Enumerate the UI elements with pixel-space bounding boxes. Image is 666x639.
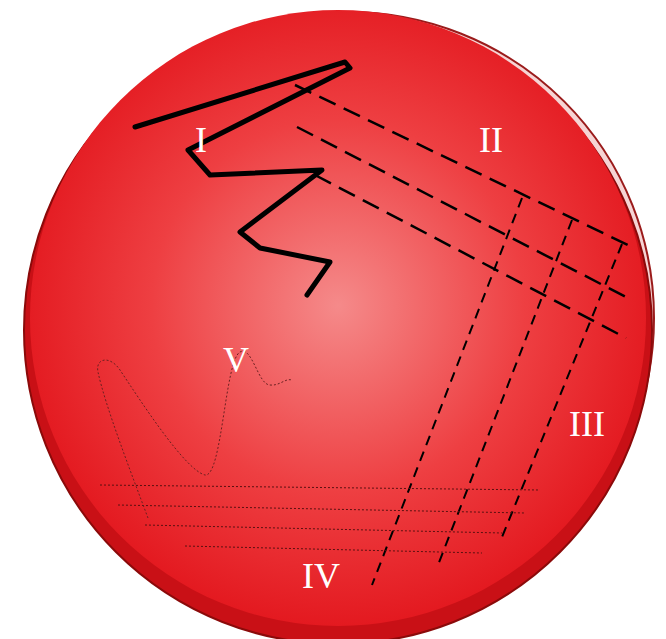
zone-label: I bbox=[195, 122, 207, 158]
streak-two bbox=[295, 85, 628, 338]
agar-surface bbox=[30, 10, 646, 626]
streak-five bbox=[98, 351, 292, 518]
streak-three bbox=[372, 198, 622, 585]
zone-label: II bbox=[479, 122, 503, 158]
zone-label: V bbox=[223, 342, 249, 378]
zone-label: IV bbox=[302, 558, 340, 594]
zone-label: III bbox=[569, 406, 605, 442]
streak-one bbox=[135, 62, 350, 295]
streak-four bbox=[100, 485, 540, 553]
